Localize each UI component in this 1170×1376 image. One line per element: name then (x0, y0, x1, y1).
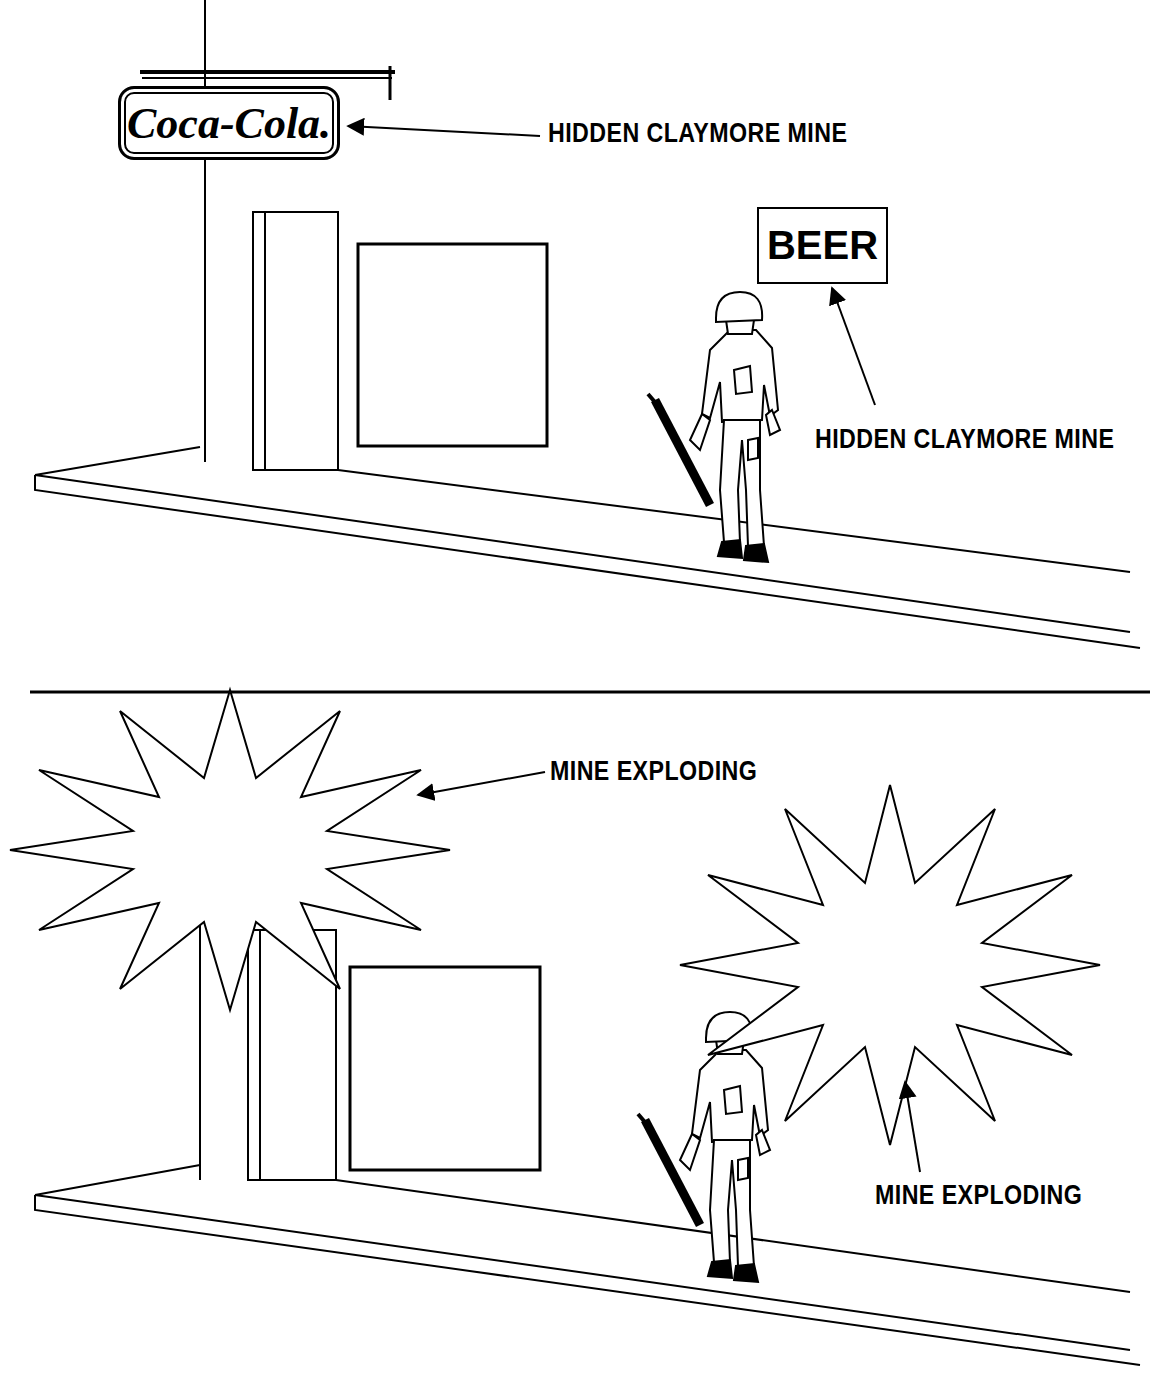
callout-label: HIDDEN CLAYMORE MINE (815, 424, 1114, 455)
soldier (648, 292, 780, 562)
leader-arrow (418, 772, 545, 795)
leader-arrow (905, 1082, 920, 1172)
callout-label: MINE EXPLODING (875, 1180, 1082, 1211)
leader-arrow (832, 288, 875, 405)
sign-text: Coca-Cola. (121, 98, 337, 149)
sign-text: BEER (761, 223, 884, 268)
panel-divider (30, 691, 1150, 694)
explosion-burst (680, 785, 1100, 1145)
leader-arrow (348, 126, 540, 136)
street-scene-top (35, 0, 1140, 648)
coca-cola-sign: Coca-Cola. (118, 86, 340, 160)
soldier (638, 1012, 770, 1282)
explosion-burst (10, 690, 450, 1010)
beer-sign: BEER (757, 207, 888, 284)
callout-label: MINE EXPLODING (550, 756, 757, 787)
callout-label: HIDDEN CLAYMORE MINE (548, 118, 847, 149)
